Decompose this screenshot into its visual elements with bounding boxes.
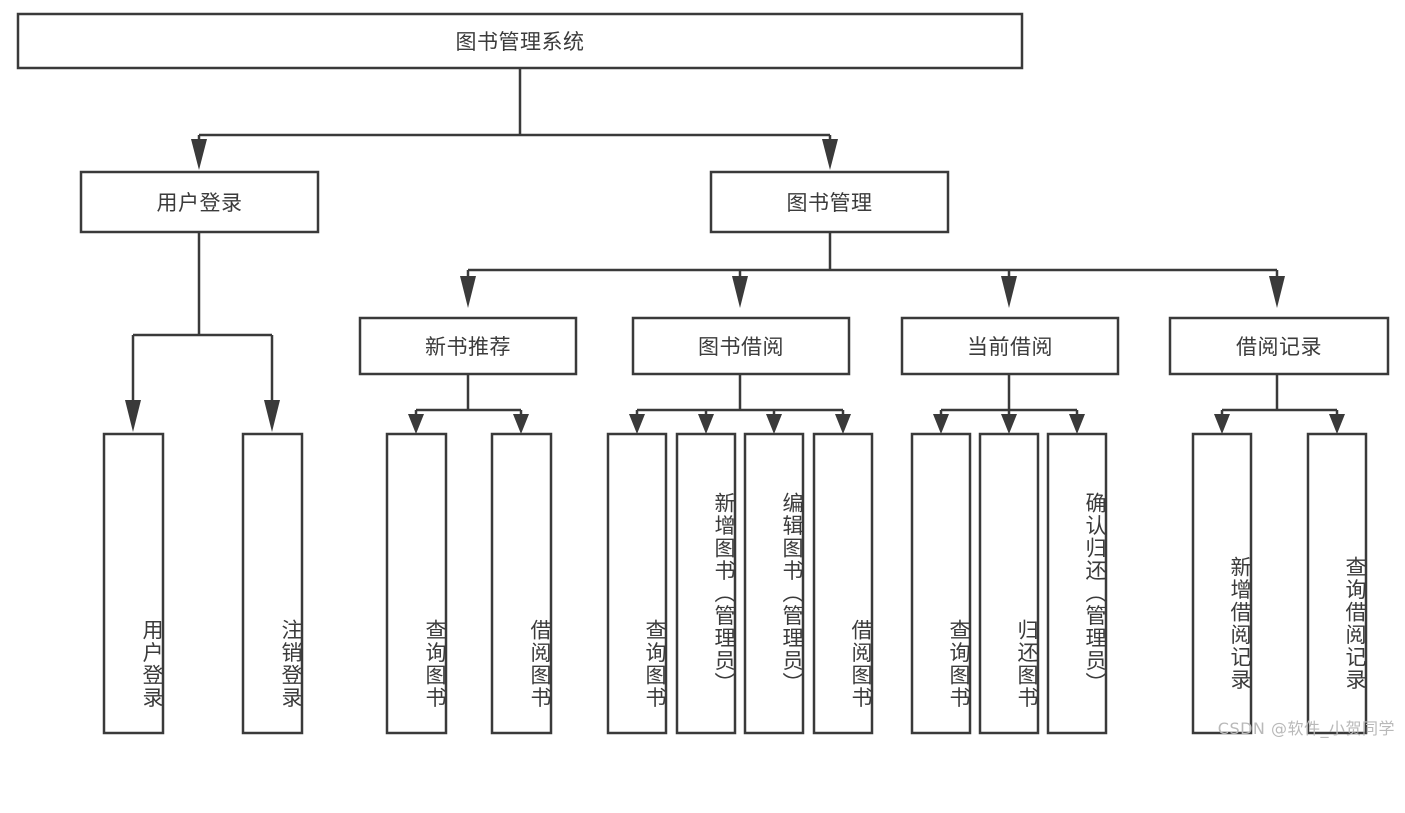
node-box-user-login[interactable] — [79, 170, 320, 234]
node-box-book-borrow[interactable] — [631, 316, 851, 376]
arrow-head-to-leaf-confirm-return — [1069, 414, 1085, 434]
node-box-book-manage[interactable] — [709, 170, 950, 234]
arrow-head-to-leaf-borrow-book-2 — [835, 414, 851, 434]
hierarchy-diagram-svg — [16, 12, 1390, 735]
arrow-head-to-leaf-query-record — [1329, 414, 1345, 434]
node-box-leaf-query-book-1[interactable] — [385, 432, 448, 735]
node-box-leaf-query-book-2[interactable] — [606, 432, 668, 735]
node-box-root[interactable] — [16, 12, 1024, 70]
node-box-leaf-add-book[interactable] — [675, 432, 737, 735]
node-box-leaf-add-record[interactable] — [1191, 432, 1253, 735]
node-box-new-book-recommend[interactable] — [358, 316, 578, 376]
arrow-head-to-leaf-query-book-2 — [629, 414, 645, 434]
arrow-head-to-leaf-user-login — [125, 400, 141, 432]
node-box-current-borrow[interactable] — [900, 316, 1120, 376]
arrow-head-to-leaf-return-book — [1001, 414, 1017, 434]
node-box-leaf-logout[interactable] — [241, 432, 304, 735]
node-box-borrow-record[interactable] — [1168, 316, 1390, 376]
node-box-leaf-confirm-return[interactable] — [1046, 432, 1108, 735]
node-box-leaf-query-book-3[interactable] — [910, 432, 972, 735]
arrow-head-to-leaf-logout — [264, 400, 280, 432]
arrow-head-to-leaf-query-book-3 — [933, 414, 949, 434]
node-box-leaf-user-login[interactable] — [102, 432, 165, 735]
arrow-head-to-leaf-borrow-book-1 — [513, 414, 529, 434]
watermark-text: CSDN @软件_小贺同学 — [1217, 719, 1395, 738]
node-box-leaf-borrow-book-1[interactable] — [490, 432, 553, 735]
node-box-leaf-edit-book[interactable] — [743, 432, 805, 735]
arrow-head-to-leaf-add-record — [1214, 414, 1230, 434]
node-box-leaf-query-record[interactable] — [1306, 432, 1368, 735]
arrow-head-to-book-borrow — [732, 276, 748, 308]
arrow-head-to-new-book-recommend — [460, 276, 476, 308]
arrow-head-to-current-borrow — [1001, 276, 1017, 308]
arrow-head-to-user-login — [191, 139, 207, 170]
diagram-canvas-root: 图书管理系统 用户登录 图书管理 新书推荐 图书借阅 当前借阅 借阅记录 用户登… — [16, 12, 1395, 738]
node-box-leaf-return-book[interactable] — [978, 432, 1040, 735]
arrow-head-to-leaf-query-book-1 — [408, 414, 424, 434]
node-box-leaf-borrow-book-2[interactable] — [812, 432, 874, 735]
arrow-head-to-book-manage — [822, 139, 838, 170]
arrow-head-to-borrow-record — [1269, 276, 1285, 308]
arrow-head-to-leaf-add-book — [698, 414, 714, 434]
arrow-head-to-leaf-edit-book — [766, 414, 782, 434]
